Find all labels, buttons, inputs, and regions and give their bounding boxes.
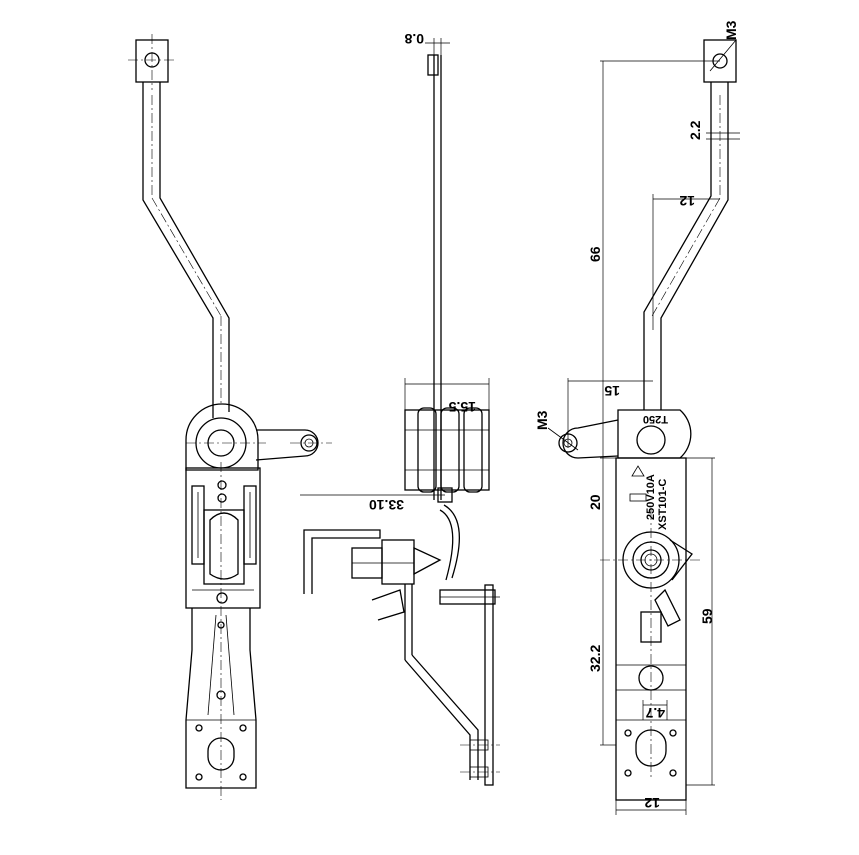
right-view: M3 2.2 12 66 15 M3 T250 250 [534,20,740,815]
dim-length-66: 66 [587,246,603,262]
marking-rating: 250V10A [645,474,657,520]
marking-model: XST101-C [657,479,669,530]
right-arm-edge-b [660,82,729,410]
dim-height-20: 20 [587,494,603,510]
left-arm-edge-a [142,82,214,418]
middle-left-bracket [303,529,381,594]
left-roller-housing [185,403,259,471]
dim-thickness: 0.8 [404,31,424,47]
middle-view: 0.8 15.5 33.10 [300,31,500,786]
middle-roller-block [404,409,490,491]
dim-offset: 33.10 [369,497,404,513]
left-roller-outer [195,417,247,469]
dim-thread-top: M3 [723,20,739,40]
dim-length-59: 59 [699,608,715,624]
left-switch-core [203,509,245,585]
dim-slot-4-7: 4.7 [645,705,665,721]
dim-width-top: 15.5 [449,399,476,415]
left-arm-edge-b [159,82,230,412]
right-body [615,457,687,801]
right-mount-slot [635,729,667,767]
left-body [185,467,261,609]
dim-thread-side: M3 [534,410,550,430]
dim-height-32-2: 32.2 [587,645,603,672]
dim-span-15: 15 [604,383,620,399]
marking-temp: T250 [643,413,668,425]
left-view [128,34,332,800]
right-ear [562,419,619,459]
dim-step: 2.2 [687,120,703,140]
dim-span-12-top: 12 [679,193,695,209]
dim-width-bottom: 12 [644,795,660,811]
